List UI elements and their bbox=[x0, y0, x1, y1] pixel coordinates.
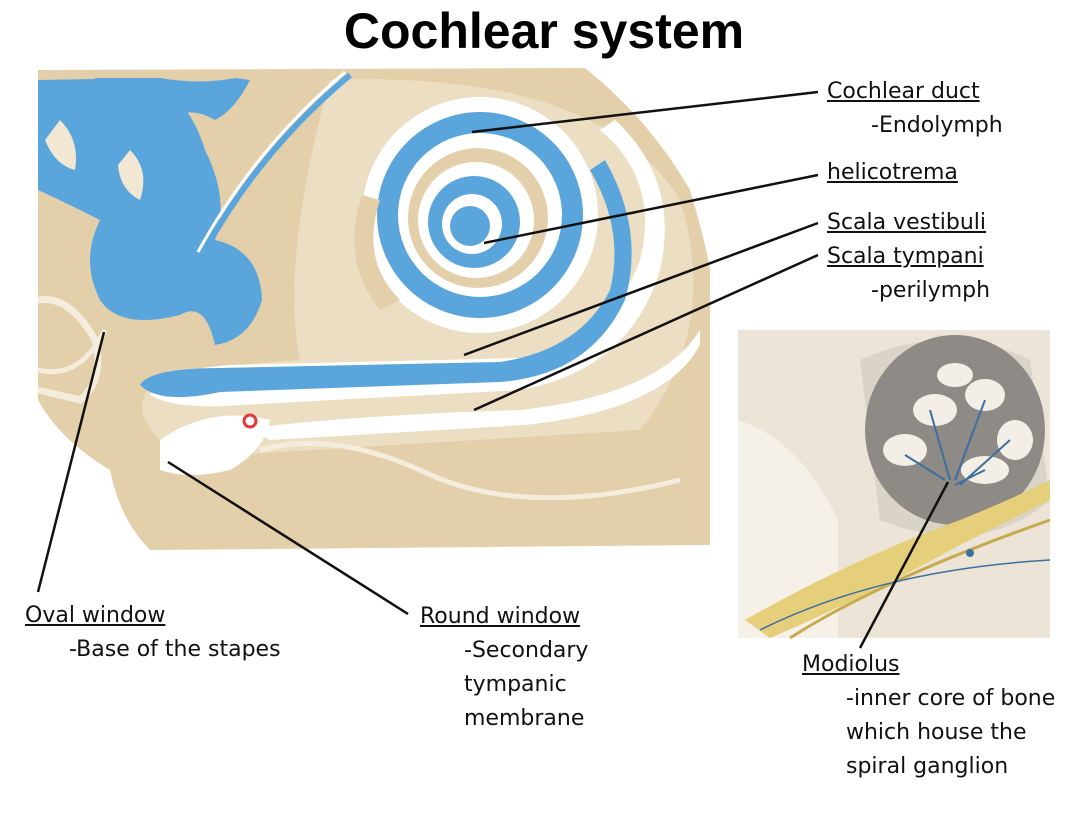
label-sub-line: membrane bbox=[464, 706, 585, 731]
canal-branch bbox=[45, 120, 76, 170]
cochlear-duct-basal bbox=[140, 160, 632, 398]
label-helicotrema: helicotrema bbox=[827, 156, 958, 190]
label-sub-line: which house the bbox=[846, 720, 1027, 745]
cochlea-illustration bbox=[37, 68, 710, 550]
label-name: Round window bbox=[420, 604, 581, 629]
canal-branch-2 bbox=[118, 150, 144, 200]
round-window-area bbox=[160, 415, 270, 475]
leader-scala-vestibuli bbox=[463, 221, 819, 357]
leader-helicotrema bbox=[483, 173, 819, 245]
leader-round-window bbox=[167, 460, 409, 616]
label-sub-line: -Secondary bbox=[464, 638, 589, 663]
cochlear-spiral bbox=[354, 97, 598, 333]
leader-modiolus bbox=[858, 481, 950, 649]
label-scala-tympani: Scala tympani -perilymph bbox=[827, 240, 990, 308]
bone-fold bbox=[259, 440, 681, 501]
label-sub: -perilymph bbox=[871, 278, 991, 303]
leader-scala-tympani bbox=[473, 253, 819, 412]
label-round-window: Round window -Secondary tympanic membran… bbox=[420, 600, 588, 736]
stapes bbox=[37, 296, 102, 404]
leader-lines bbox=[36, 90, 950, 649]
semicircular-canal bbox=[95, 78, 250, 124]
vestibule bbox=[38, 78, 262, 345]
round-window-marker bbox=[242, 413, 258, 429]
label-modiolus: Modiolus -inner core of bone which house… bbox=[802, 648, 1055, 784]
label-sub: -Base of the stapes bbox=[69, 637, 281, 662]
scala-tympani-band bbox=[250, 330, 700, 440]
leader-oval-window bbox=[36, 331, 106, 593]
label-cochlear-duct: Cochlear duct -Endolymph bbox=[827, 75, 1003, 143]
label-name: Scala tympani bbox=[827, 244, 984, 269]
slide-title: Cochlear system bbox=[343, 3, 745, 59]
label-oval-window: Oval window -Base of the stapes bbox=[25, 599, 281, 667]
label-name: Cochlear duct bbox=[827, 79, 980, 104]
leader-cochlear-duct bbox=[471, 90, 819, 134]
canal-thin bbox=[202, 72, 352, 252]
stapes-crus bbox=[37, 328, 108, 375]
canal-thin-outline bbox=[196, 70, 346, 253]
label-sub-line: spiral ganglion bbox=[846, 754, 1009, 779]
label-sub-line: -inner core of bone bbox=[846, 686, 1056, 711]
label-name: Modiolus bbox=[802, 652, 900, 677]
label-scala-vestibuli: Scala vestibuli bbox=[827, 206, 986, 240]
modiolus-inset bbox=[738, 330, 1051, 640]
label-name: Oval window bbox=[25, 603, 166, 628]
label-sub-line: tympanic bbox=[464, 672, 567, 697]
label-sub: -Endolymph bbox=[871, 113, 1003, 138]
label-name: Scala vestibuli bbox=[827, 210, 987, 235]
label-name: helicotrema bbox=[827, 160, 958, 185]
